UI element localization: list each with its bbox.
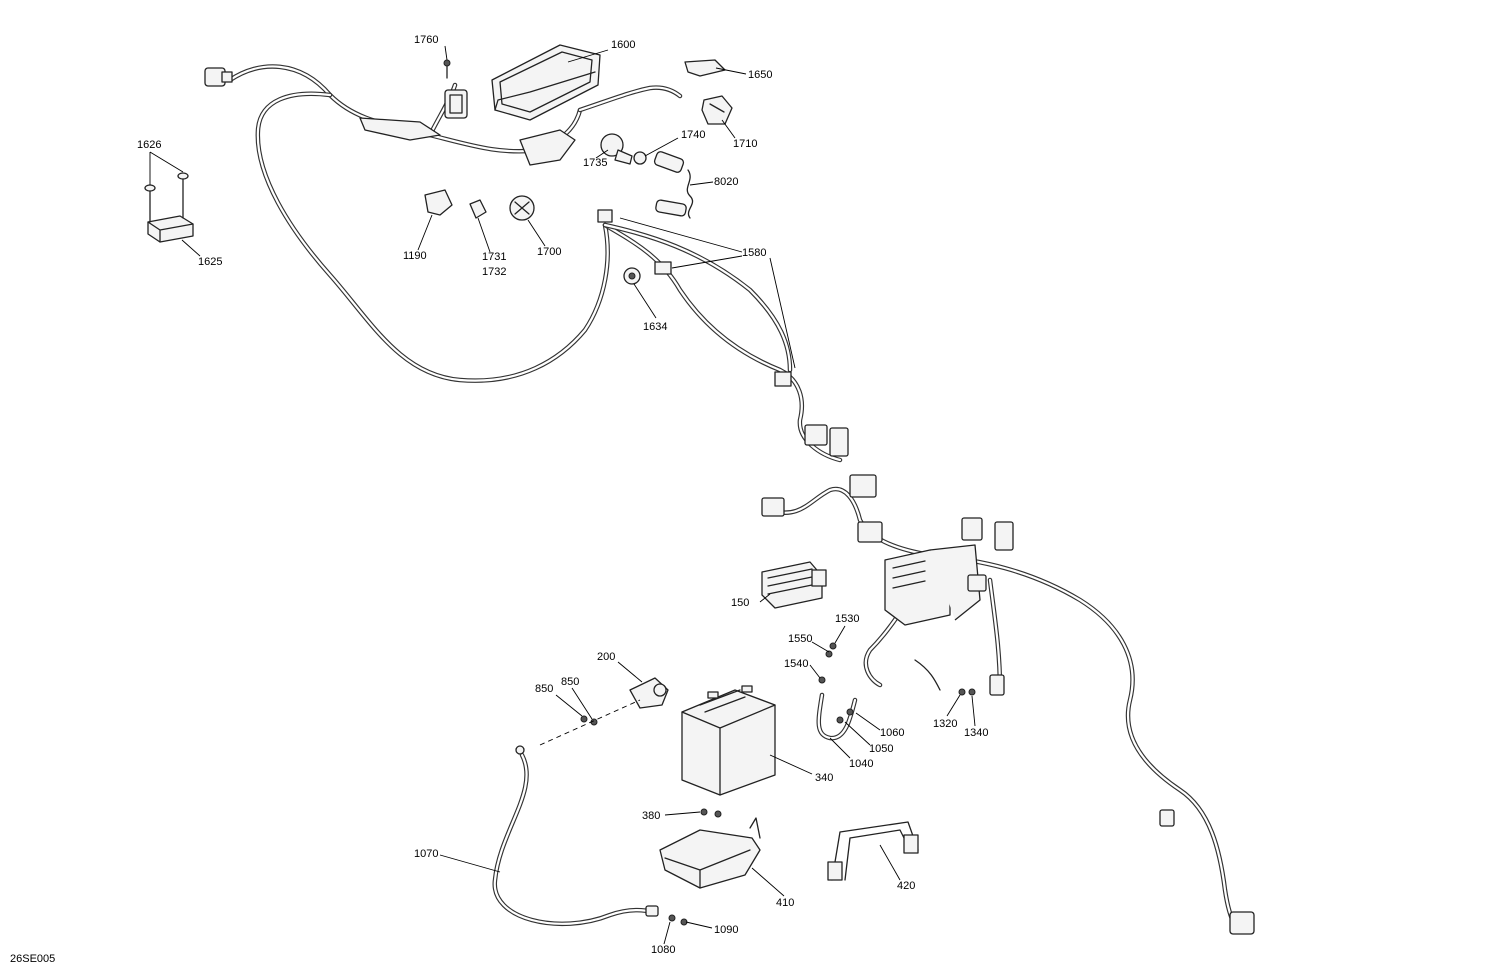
switch-1710 [701, 95, 733, 125]
label-420: 420 [897, 880, 915, 892]
label-1650: 1650 [748, 69, 772, 81]
leader-lines [149, 45, 976, 945]
label-410: 410 [776, 897, 794, 909]
label-1740: 1740 [681, 129, 705, 141]
connector-1650 [684, 59, 726, 77]
label-1190: 1190 [403, 250, 427, 262]
label-1340: 1340 [964, 727, 988, 739]
fasteners [580, 642, 976, 926]
connector-1190 [424, 189, 453, 216]
label-1580: 1580 [742, 247, 766, 259]
rear-harness [761, 474, 1255, 935]
front-harness [204, 64, 849, 463]
label-1070: 1070 [414, 848, 438, 860]
label-1050: 1050 [869, 743, 893, 755]
cable-1070 [492, 745, 659, 927]
label-150: 150 [731, 597, 749, 609]
solenoid-200 [629, 677, 669, 709]
label-1626: 1626 [137, 139, 161, 151]
label-1731: 1731 [482, 251, 506, 263]
label-380: 380 [642, 810, 660, 822]
label-1540: 1540 [784, 658, 808, 670]
regulator-150 [761, 561, 827, 609]
label-1320: 1320 [933, 718, 957, 730]
module-1625 [144, 172, 194, 243]
label-8020: 8020 [714, 176, 738, 188]
label-1760: 1760 [414, 34, 438, 46]
label-1060: 1060 [880, 727, 904, 739]
label-1600: 1600 [611, 39, 635, 51]
label-1625: 1625 [198, 256, 222, 268]
label-850-right: 850 [561, 676, 579, 688]
outlet-1634 [623, 267, 641, 285]
clip-1731 [469, 199, 487, 219]
strap-420 [827, 821, 919, 881]
cord-8020 [653, 151, 694, 219]
label-1634: 1634 [643, 321, 667, 333]
label-340: 340 [815, 772, 833, 784]
callout-labels: 1760 1600 1650 1710 1740 1735 8020 1626 … [10, 34, 988, 965]
battery-340 [681, 685, 776, 796]
label-1080: 1080 [651, 944, 675, 956]
socket-1735 [600, 133, 647, 165]
diagram-code: 26SE005 [10, 953, 55, 965]
screw-1760 [443, 59, 451, 79]
label-1735: 1735 [583, 157, 607, 169]
instrument-cluster [491, 44, 601, 121]
label-1530: 1530 [835, 613, 859, 625]
switch-1700 [509, 195, 535, 221]
label-850-left: 850 [535, 683, 553, 695]
cable-1040 [816, 692, 858, 741]
label-1700: 1700 [537, 246, 561, 258]
label-1040: 1040 [849, 758, 873, 770]
label-1710: 1710 [733, 138, 757, 150]
label-1090: 1090 [714, 924, 738, 936]
label-200: 200 [597, 651, 615, 663]
label-1732: 1732 [482, 266, 506, 278]
battery-tray-410 [659, 817, 761, 889]
label-1550: 1550 [788, 633, 812, 645]
